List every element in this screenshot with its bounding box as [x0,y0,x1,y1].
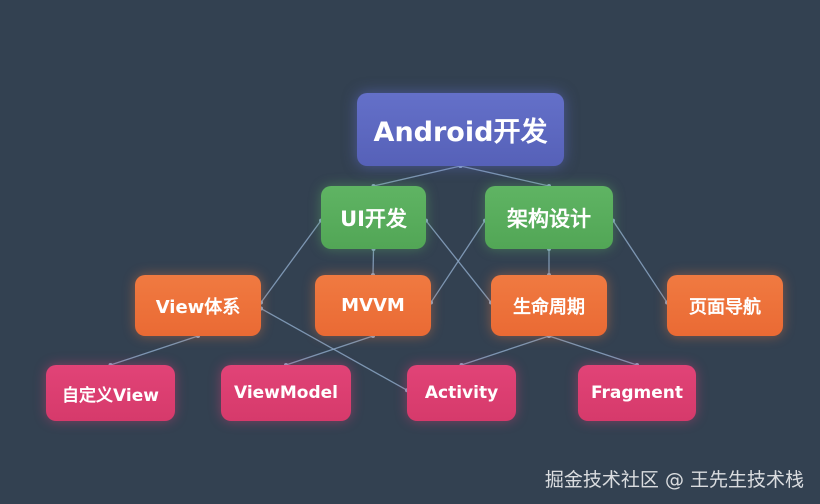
node-page-navigation: 页面导航 [667,275,783,336]
node-view-system: View体系 [135,275,261,336]
node-activity: Activity [407,365,516,421]
connector-lifecycle-fragment [548,335,638,366]
node-viewmodel: ViewModel [221,365,351,421]
connector-lifecycle-activity [461,335,550,366]
connector-architecture-mvvm [430,220,486,303]
connector-android-ui [373,165,461,187]
connector-ui-view_system [260,220,322,303]
node-ui-development: UI开发 [321,186,426,249]
connector-android-architecture [460,165,550,187]
connector-architecture-navigation [612,220,668,303]
node-fragment: Fragment [578,365,696,421]
connector-ui-mvvm [372,248,375,276]
node-custom-view: 自定义View [46,365,175,421]
connector-view_system-custom_view [110,335,199,366]
connector-mvvm-viewmodel [285,335,374,366]
node-architecture-design: 架构设计 [485,186,613,249]
watermark-text: 掘金技术社区 @ 王先生技术栈 [544,469,804,491]
node-mvvm: MVVM [315,275,431,336]
node-android-development: Android开发 [357,93,564,166]
node-lifecycle: 生命周期 [491,275,607,336]
